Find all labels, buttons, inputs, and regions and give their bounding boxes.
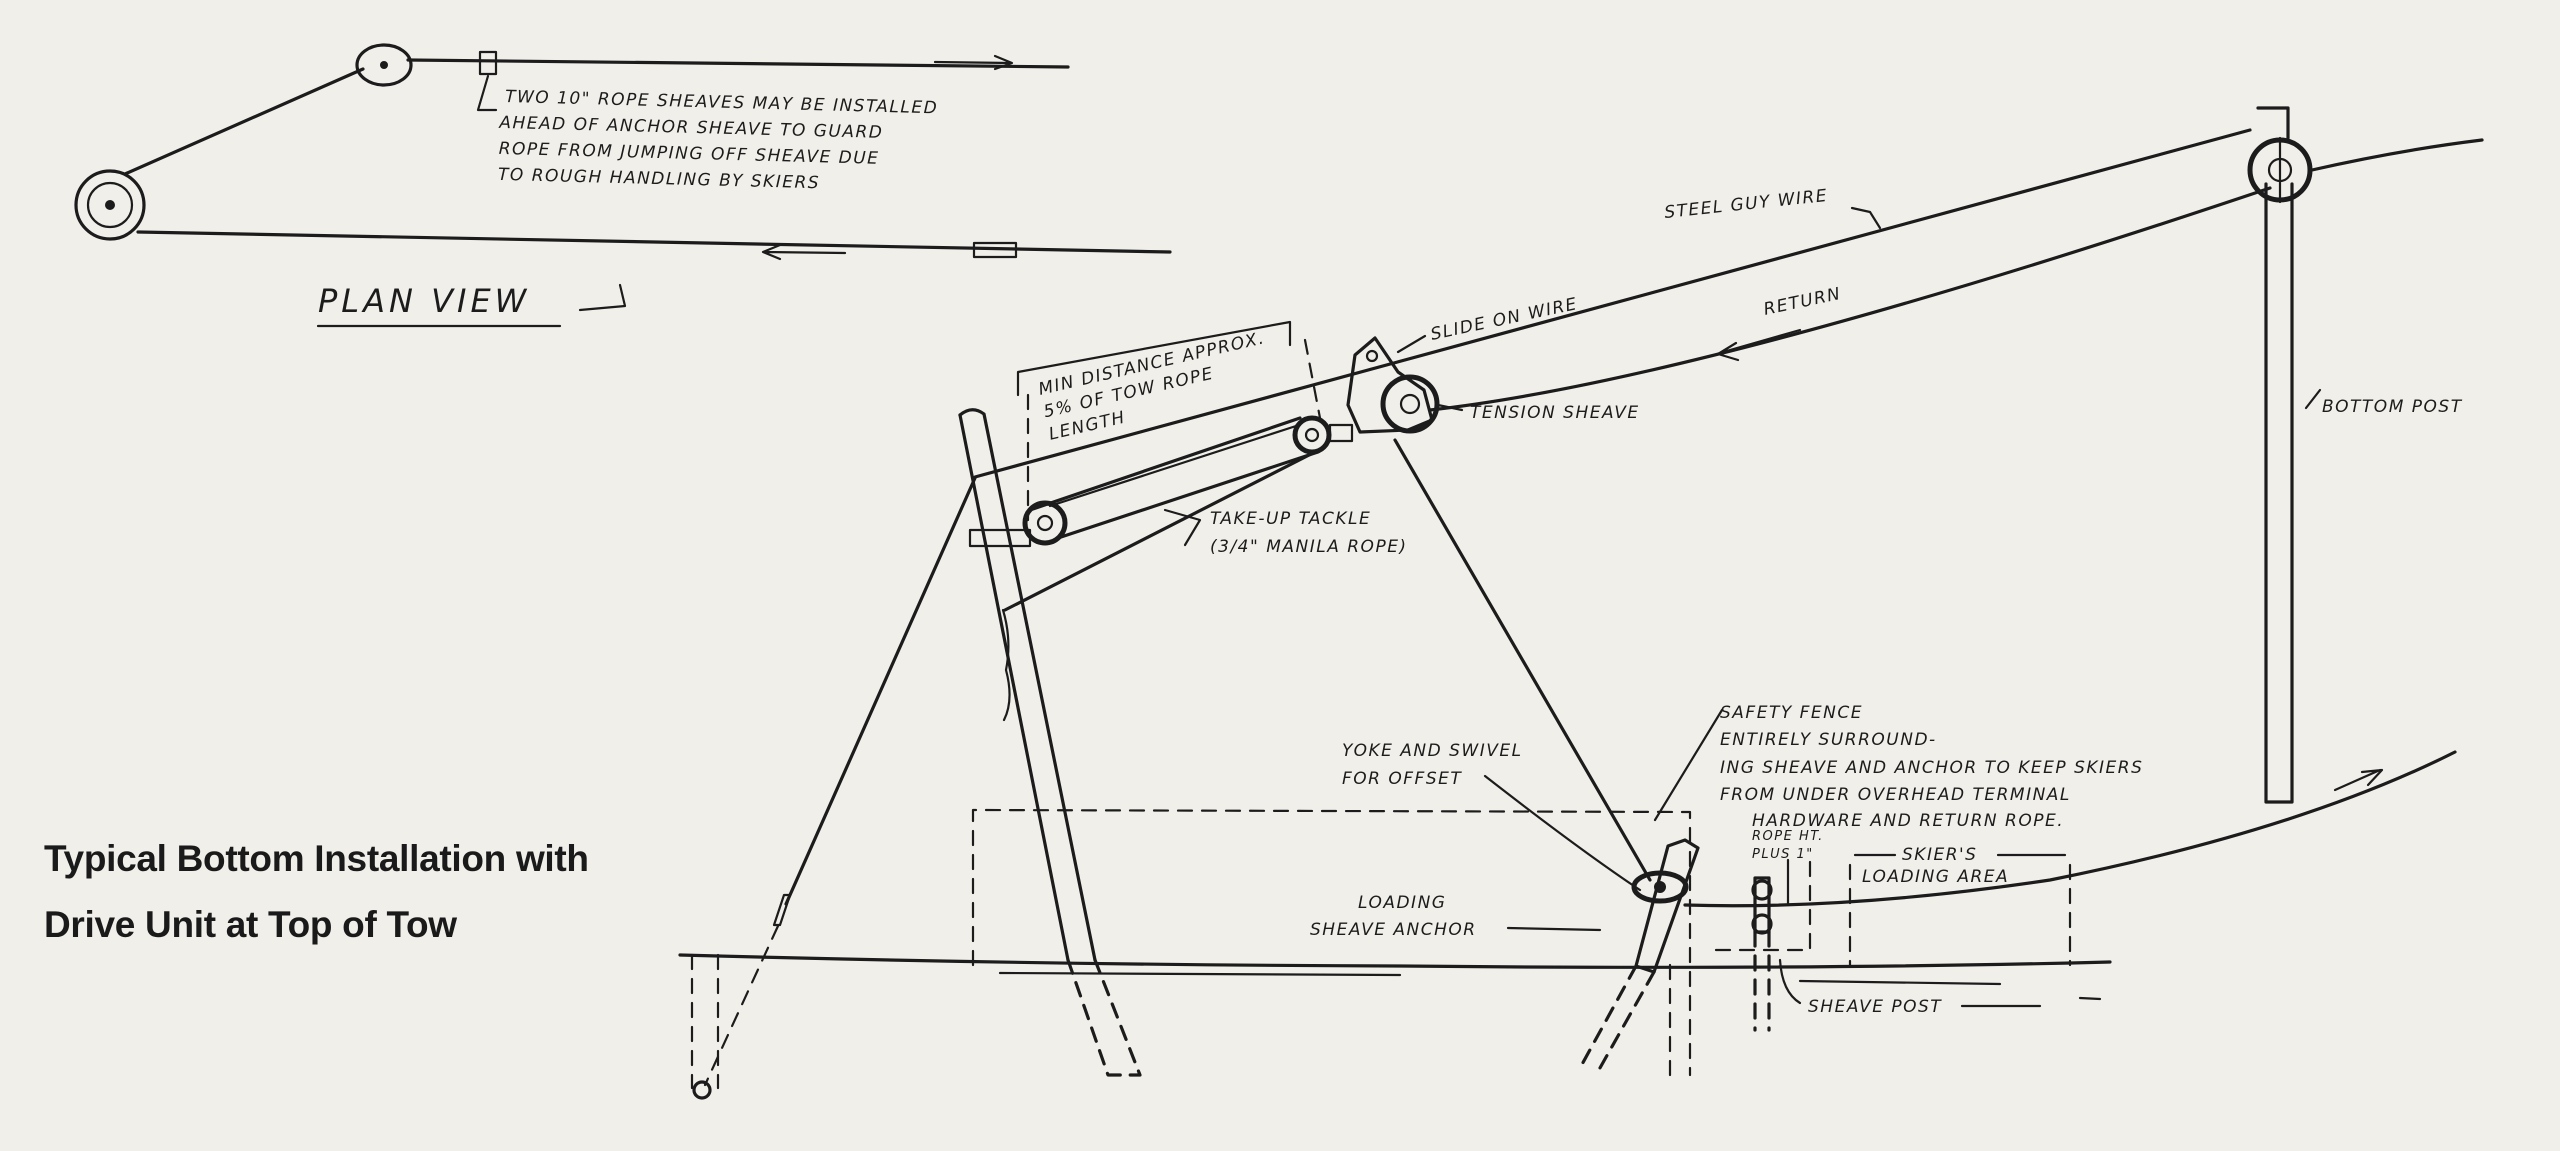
slope-line bbox=[2310, 138, 2484, 172]
plan-arrow-left bbox=[761, 243, 847, 261]
label-yoke-2: FOR OFFSET bbox=[1342, 769, 1462, 789]
label-safety-fence-4: FROM UNDER OVERHEAD TERMINAL bbox=[1720, 785, 2071, 805]
plan-rope-top bbox=[406, 58, 1070, 69]
label-skiers-1: SKIER'S bbox=[1902, 845, 1977, 865]
label-take-up-1: TAKE-UP TACKLE bbox=[1210, 509, 1371, 529]
label-rope-ht-1: ROPE HT. bbox=[1752, 829, 1824, 844]
ground-line bbox=[678, 953, 2112, 969]
plan-rope-bottom bbox=[136, 230, 1172, 254]
min-distance-bracket bbox=[1016, 320, 1292, 397]
label-sheave-post: SHEAVE POST bbox=[1808, 997, 1942, 1017]
caption-line-1: Typical Bottom Installation with bbox=[44, 838, 589, 879]
plan-note-line-2: AHEAD OF ANCHOR SHEAVE TO GUARD bbox=[498, 113, 884, 143]
ground-anchor bbox=[692, 1080, 712, 1100]
label-safety-fence-5: HARDWARE AND RETURN ROPE. bbox=[1752, 811, 2064, 831]
safety-fence bbox=[971, 808, 2072, 1077]
svg-text:ROPE HT. PLUS 1": ROPE HT. PLUS 1" bbox=[1752, 829, 1829, 862]
note-leader bbox=[476, 74, 498, 112]
plan-rope-splice bbox=[972, 241, 1018, 259]
plan-note-line-1: TWO 10" ROPE SHEAVES MAY BE INSTALLED bbox=[505, 87, 939, 118]
svg-text:SKIER'S LOADING AREA: SKIER'S LOADING AREA bbox=[1862, 845, 2009, 887]
label-safety-fence-2: ENTIRELY SURROUND- bbox=[1720, 730, 1937, 750]
label-yoke-1: YOKE AND SWIVEL bbox=[1342, 741, 1523, 761]
label-rope-ht-2: PLUS 1" bbox=[1752, 847, 1814, 862]
plan-arrow-right bbox=[933, 54, 1014, 71]
label-safety-fence-3: ING SHEAVE AND ANCHOR TO KEEP SKIERS bbox=[1720, 758, 2143, 778]
label-skiers-2: LOADING AREA bbox=[1862, 867, 2009, 887]
svg-text:SAFETY FENCE ENTIRELY SU: SAFETY FENCE ENTIRELY SURROUND- ING SHEA… bbox=[1720, 703, 2150, 831]
svg-text:TWO 10" ROPE SHEAVES MAY BE IN: TWO 10" ROPE SHEAVES MAY BE INSTALLED AH… bbox=[497, 87, 946, 197]
tow-rope bbox=[1683, 750, 2457, 908]
label-tension-sheave: TENSION SHEAVE bbox=[1470, 403, 1640, 423]
sheave-post bbox=[1751, 876, 1773, 1032]
loading-sheave-anchor bbox=[1578, 838, 1700, 1077]
plan-guard-sheave bbox=[355, 43, 413, 87]
svg-text:LOADING SHEAVE ANCHOR: LOADING SHEAVE ANCHOR bbox=[1310, 893, 1477, 940]
label-loading-anchor-1: LOADING bbox=[1358, 893, 1446, 913]
bottom-post bbox=[2247, 106, 2313, 804]
anchor-guy-line bbox=[784, 476, 977, 906]
svg-text:YOKE AND SWIVEL FOR OFFS: YOKE AND SWIVEL FOR OFFSET bbox=[1342, 741, 1529, 789]
label-safety-fence-1: SAFETY FENCE bbox=[1720, 703, 1863, 723]
plan-anchor-sheave bbox=[74, 169, 146, 241]
take-up-block-lower bbox=[1022, 500, 1068, 546]
label-loading-anchor-2: SHEAVE ANCHOR bbox=[1310, 920, 1477, 940]
plan-view: TWO 10" ROPE SHEAVES MAY BE INSTALLED AH… bbox=[74, 43, 1172, 328]
tension-sheave-assembly bbox=[1346, 336, 1440, 434]
plan-note-line-3: ROPE FROM JUMPING OFF SHEAVE DUE bbox=[498, 139, 879, 169]
anchor-post bbox=[958, 408, 1142, 1077]
elevation-view: STEEL GUY WIRE RETURN SLIDE ON WIRE TENS… bbox=[678, 106, 2484, 1100]
steel-guy-wire bbox=[973, 128, 2252, 479]
plan-small-sheave bbox=[478, 50, 498, 76]
tension-to-loading-line bbox=[1393, 438, 1652, 882]
plan-rope-diagonal bbox=[123, 67, 365, 176]
tension-sheave bbox=[1380, 374, 1440, 434]
label-take-up-2: (3/4" MANILA ROPE) bbox=[1210, 537, 1408, 557]
label-bottom-post: BOTTOM POST bbox=[2322, 397, 2463, 417]
diagram-caption: Typical Bottom Installation with Drive U… bbox=[44, 826, 589, 958]
return-rope bbox=[1428, 186, 2272, 412]
take-up-block-upper bbox=[1292, 415, 1332, 455]
svg-text:TAKE-UP TACKLE (3/4" MAN: TAKE-UP TACKLE (3/4" MANILA ROPE) bbox=[1210, 509, 1408, 557]
caption-line-2: Drive Unit at Top of Tow bbox=[44, 904, 457, 945]
plan-note-line-4: TO ROUGH HANDLING BY SKIERS bbox=[498, 165, 821, 193]
label-return: RETURN bbox=[1762, 284, 1843, 320]
label-steel-guy-wire: STEEL GUY WIRE bbox=[1663, 186, 1829, 223]
plan-view-title: PLAN VIEW bbox=[318, 282, 530, 320]
